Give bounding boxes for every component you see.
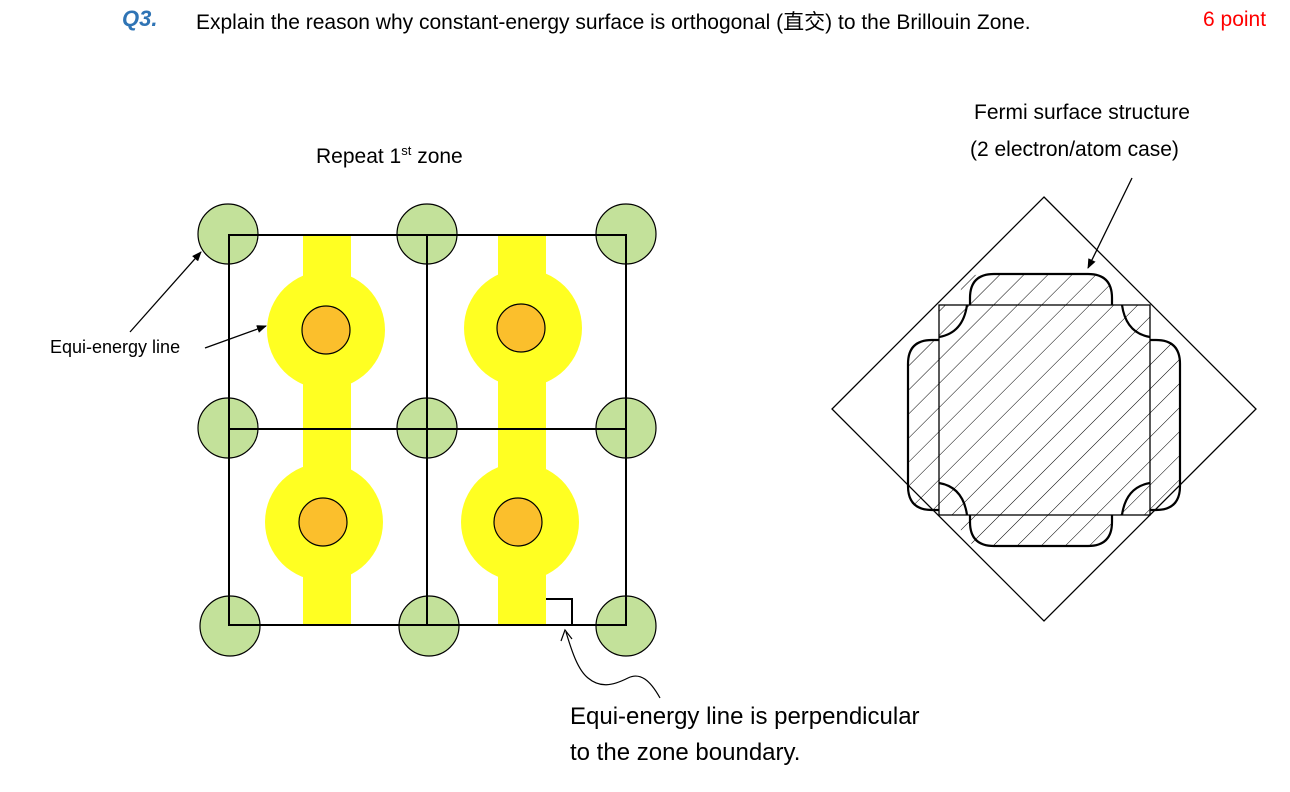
outer-diamond-zone [831, 196, 1257, 622]
wavy-arrow-to-corner [565, 631, 661, 699]
right-angle-marker [546, 598, 573, 625]
hatched-fermi-region [908, 274, 1180, 546]
fermi-corner-top-left [938, 304, 969, 339]
fermi-title-line1: Fermi surface structure [974, 101, 1190, 124]
wavy-arrow-head [560, 628, 573, 642]
fermi-title-line2: (2 electron/atom case) [970, 138, 1179, 161]
fermi-arc-right [1150, 338, 1182, 512]
orange-core-bottom-left [298, 497, 348, 547]
perpendicular-caption: Equi-energy line is perpendicular to the… [570, 699, 920, 771]
arrow-to-green-point [129, 251, 202, 333]
orange-core-top-left [301, 305, 351, 355]
fermi-surface-outline [906, 272, 1182, 548]
repeat-zone-title: Repeat 1st zone [316, 143, 463, 169]
arrow-to-yellow-lobe [204, 325, 267, 349]
arrow-to-fermi-surface [1087, 177, 1133, 269]
fermi-corner-bottom-right [1120, 481, 1151, 516]
orange-core-top-right [496, 303, 546, 353]
zone-boundaries [228, 234, 627, 626]
repeat-zone-title-prefix: Repeat 1 [316, 145, 402, 168]
fermi-corner-bottom-left [938, 481, 969, 516]
inner-square-zone [938, 304, 1151, 516]
question-text: Explain the reason why constant-energy s… [196, 11, 1031, 34]
fermi-arc-bottom [968, 515, 1114, 548]
repeat-zone-title-suffix: zone [411, 145, 463, 168]
fermi-arc-top [968, 272, 1114, 305]
fermi-corner-top-right [1120, 304, 1151, 339]
perpendicular-caption-line1: Equi-energy line is perpendicular [570, 703, 920, 730]
repeated-zone-diagram [129, 203, 661, 699]
perpendicular-caption-line2: to the zone boundary. [570, 739, 801, 766]
orange-cores [298, 303, 546, 547]
fermi-arc-left [906, 338, 939, 512]
question-points: 6 point [1203, 8, 1267, 31]
equi-energy-label: Equi-energy line [50, 337, 181, 357]
repeat-zone-title-sup: st [401, 143, 412, 158]
question-number: Q3. [122, 6, 158, 31]
orange-core-bottom-right [493, 497, 543, 547]
fermi-surface-diagram [831, 177, 1257, 622]
